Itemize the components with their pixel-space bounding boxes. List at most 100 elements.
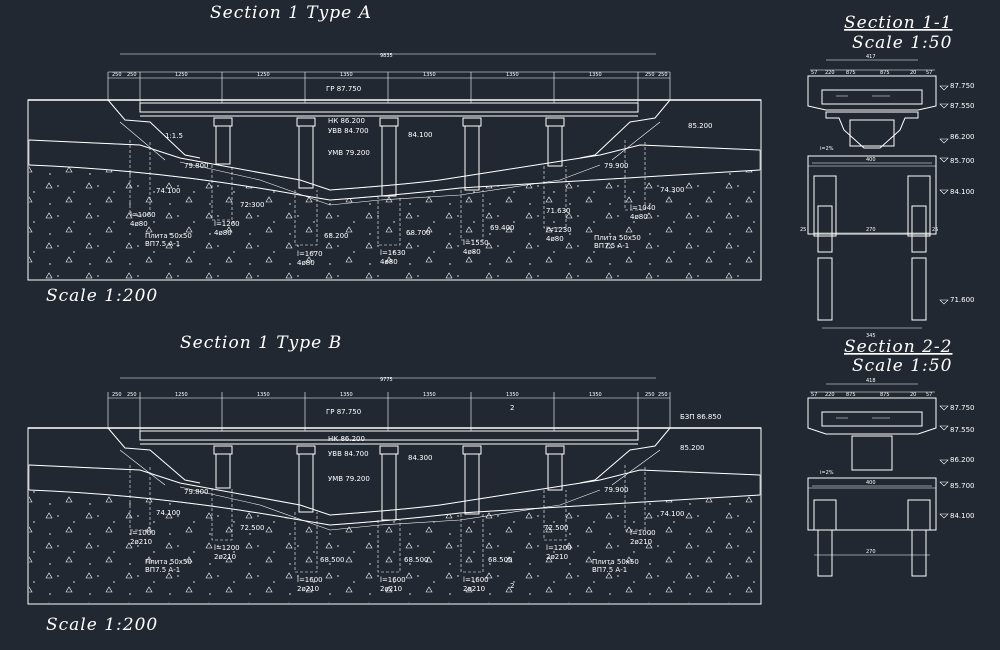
drawing-label: 79.900 (604, 486, 629, 494)
drawing-label: 79.800 (184, 162, 209, 170)
drawing-label: 68.200 (324, 232, 349, 240)
drawing-label: l=1060 (130, 211, 156, 219)
drawing-label: 270 (866, 549, 876, 555)
drawing-label: 1:1.5 (165, 132, 183, 140)
drawing-label: 57 (811, 392, 817, 398)
labels-a: ГР 87.750 НК 86.200 УВВ 84.700 УМВ 79.20… (130, 85, 713, 267)
drawing-label: l=1040 (630, 204, 656, 212)
drawing-label: 1350 (506, 72, 519, 78)
drawing-label: 71.630 (546, 207, 571, 215)
drawing-label: 20 (910, 392, 916, 398)
drawing-label: 68.700 (406, 229, 431, 237)
drawing-label: 86.200 (950, 133, 975, 141)
drawing-label: 1350 (340, 72, 353, 78)
drawing-label: 875 (846, 70, 856, 76)
drawing-label: l=1200 (214, 544, 240, 552)
drawing-label: l=1550 (463, 239, 489, 247)
drawing-label: БЗП 86.850 (680, 413, 721, 421)
drawing-label: 250 (127, 72, 137, 78)
drawing-label: 57 (811, 70, 817, 76)
drawing-label: 417 (866, 54, 876, 60)
drawing-label: 2ø210 (630, 538, 652, 546)
drawing-label: 250 (112, 72, 122, 78)
drawing-label: УВВ 84.700 (328, 127, 369, 135)
drawing-label: l=1000 (630, 529, 656, 537)
elevation-type-a: 9835 250 250 1250 1250 1350 1350 1350 13… (27, 53, 762, 281)
drawing-label: 250 (127, 392, 137, 398)
drawing-label: 418 (866, 378, 876, 384)
drawing-label: 9835 (380, 53, 393, 59)
drawing-label: 85.200 (688, 122, 713, 130)
drawing-label: 57 (926, 392, 932, 398)
drawing-label: l=1260 (214, 220, 240, 228)
drawing-label: 1350 (589, 72, 602, 78)
drawing-label: НК 86.200 (328, 435, 365, 443)
drawing-label: 250 (112, 392, 122, 398)
drawing-label: 2ø210 (297, 585, 319, 593)
drawing-label: l=1670 (297, 250, 323, 258)
drawing-label: 4ø80 (297, 259, 315, 267)
drawing-label: УМВ 79.200 (328, 149, 370, 157)
title-type-a: Section 1 Type A (210, 3, 372, 23)
drawing-label: 74.300 (660, 186, 685, 194)
drawing-label: 69.400 (490, 224, 515, 232)
drawing-label: 1250 (175, 392, 188, 398)
drawing-label: ВП7.5 А-1 (594, 242, 629, 250)
drawing-label: 250 (658, 392, 668, 398)
drawing-label: 86.200 (950, 456, 975, 464)
drawing-label: 1250 (257, 72, 270, 78)
drawing-label: l=1600 (463, 576, 489, 584)
soil-a (29, 165, 760, 279)
drawing-label: 2ø210 (463, 585, 485, 593)
scale-section-2-2: Scale 1:50 (852, 356, 952, 376)
drawing-label: l=1600 (297, 576, 323, 584)
drawing-label: 20 (910, 70, 916, 76)
section-1-1: 417 57 220 875 875 20 57 345 270 25 25 4… (800, 54, 975, 339)
drawing-label: 400 (866, 157, 876, 163)
drawing-label: 25 (932, 227, 938, 233)
drawing-label: 1350 (340, 392, 353, 398)
drawing-label: НК 86.200 (328, 117, 365, 125)
drawing-label: 250 (645, 392, 655, 398)
drawing-label: 68.500 (320, 556, 345, 564)
scale-section-1-1: Scale 1:50 (852, 33, 952, 53)
drawing-label: 85.700 (950, 482, 975, 490)
drawing-label: 250 (658, 72, 668, 78)
drawing-label: 4ø80 (630, 213, 648, 221)
drawing-label: 2ø210 (380, 585, 402, 593)
drawing-label: 4ø80 (130, 220, 148, 228)
piers-a (213, 117, 565, 197)
title-section-1-1: Section 1-1 (844, 13, 952, 33)
drawing-label: Плита 50x50 (145, 232, 192, 240)
drawing-label: 72.500 (544, 524, 569, 532)
drawing-label: ГР 87.750 (326, 408, 361, 416)
elevation-type-b: 9775 250 250 1250 1350 1350 1350 1350 13… (27, 377, 762, 605)
drawing-label: Плита 50x50 (594, 234, 641, 242)
drawing-label: 72.300 (240, 201, 265, 209)
drawing-label: 71.600 (950, 296, 975, 304)
drawing-label: 74.100 (156, 509, 181, 517)
title-type-b: Section 1 Type B (180, 333, 342, 353)
drawing-label: 74.100 (660, 510, 685, 518)
drawing-label: 87.750 (950, 82, 975, 90)
drawing-label: 1350 (506, 392, 519, 398)
drawing-label: УВВ 84.700 (328, 450, 369, 458)
drawing-label: 2ø210 (130, 538, 152, 546)
drawing-label: 84.300 (408, 454, 433, 462)
drawing-label: 74.100 (156, 187, 181, 195)
drawing-label: 85.200 (680, 444, 705, 452)
drawing-label: i=2% (820, 146, 834, 152)
drawing-label: l=1000 (130, 529, 156, 537)
drawing-label: 84.100 (950, 512, 975, 520)
drawing-label: УМВ 79.200 (328, 475, 370, 483)
drawing-label: 85.700 (950, 157, 975, 165)
drawing-label: 220 (825, 70, 835, 76)
drawing-label: 2 (510, 404, 514, 412)
drawing-label: l=1630 (380, 249, 406, 257)
drawing-label: 1250 (175, 72, 188, 78)
drawing-label: l=1600 (380, 576, 406, 584)
drawing-label: 220 (825, 392, 835, 398)
drawing-label: 4ø80 (380, 258, 398, 266)
drawing-label: 250 (645, 72, 655, 78)
